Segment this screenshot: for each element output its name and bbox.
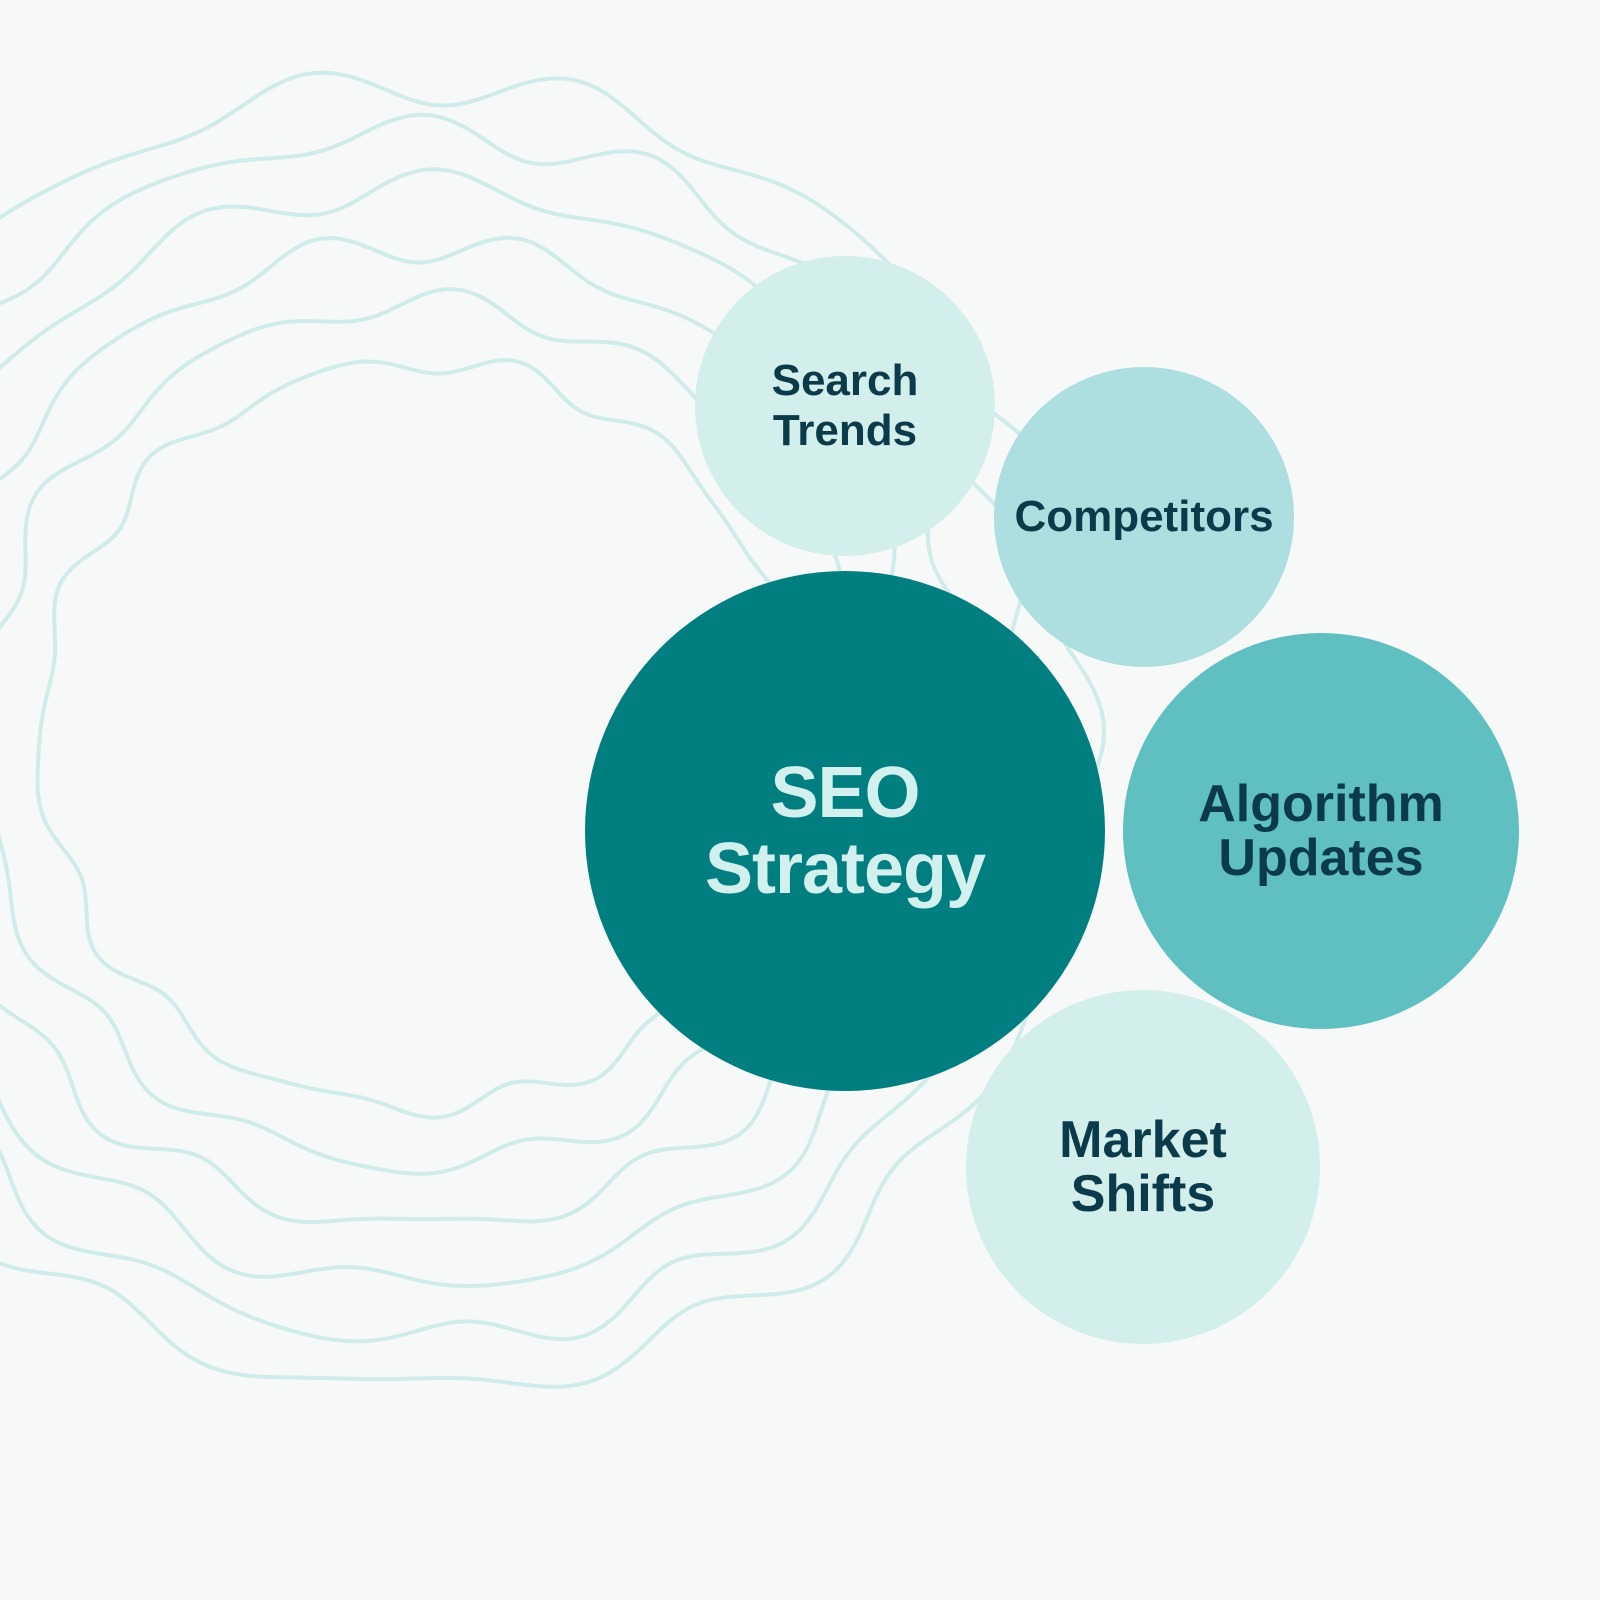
node-label-search-trends: Search Trends: [771, 356, 919, 455]
node-label-competitors: Competitors: [1014, 492, 1274, 541]
wave-ring-5: [0, 112, 1056, 1344]
wave-ring-3: [0, 235, 936, 1225]
node-label-algorithm-updates: Algorithm Updates: [1198, 775, 1444, 887]
wave-ring-4: [0, 167, 992, 1289]
center-node-seo-strategy: SEO Strategy: [585, 571, 1105, 1091]
node-search-trends: Search Trends: [695, 256, 995, 556]
node-label-market-shifts: Market Shifts: [1059, 1111, 1227, 1223]
node-algorithm-updates: Algorithm Updates: [1123, 633, 1519, 1029]
node-market-shifts: Market Shifts: [966, 990, 1320, 1344]
wave-ring-1: [35, 358, 814, 1120]
wave-ring-6: [0, 70, 1107, 1389]
center-node-label: SEO Strategy: [704, 753, 986, 909]
node-competitors: Competitors: [994, 367, 1294, 667]
wave-ring-2: [0, 287, 877, 1176]
